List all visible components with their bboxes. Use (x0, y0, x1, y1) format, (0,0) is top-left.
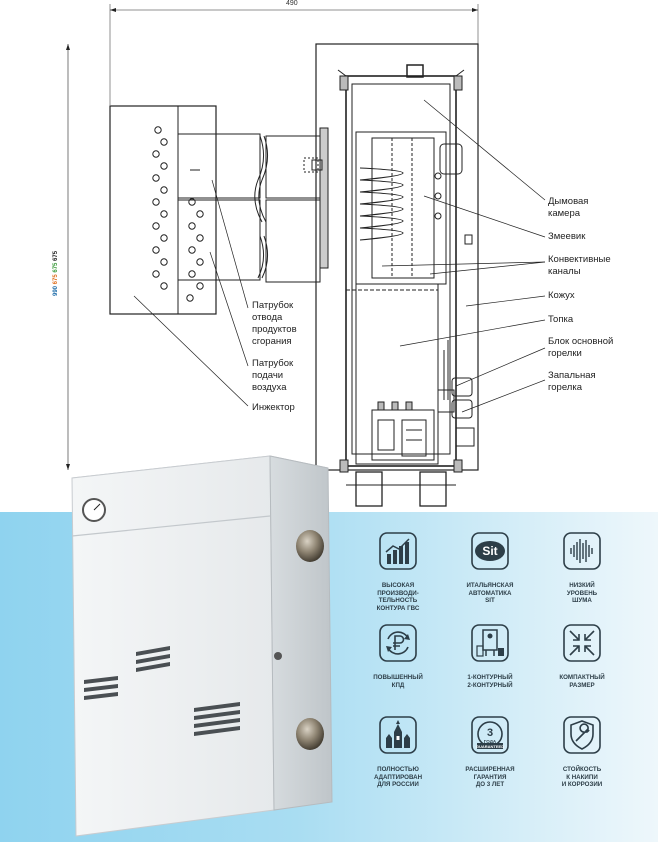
sound-wave-icon (563, 532, 601, 570)
dimension-height-value: 675 (53, 250, 59, 261)
dimension-height-value: 675 (53, 262, 59, 273)
badge-number: 3 (487, 727, 493, 739)
feature-item: 3 ГОДА GUARANTEED РАСШИРЕННАЯ ГАРАНТИЯ Д… (452, 714, 528, 789)
feature-caption: РАСШИРЕННАЯ ГАРАНТИЯ ДО 3 ЛЕТ (465, 766, 515, 788)
feature-item: 1-КОНТУРНЫЙ 2-КОНТУРНЫЙ (452, 622, 528, 689)
feature-caption: ПОВЫШЕННЫЙ КПД (373, 674, 423, 689)
feature-caption: НИЗКИЙ УРОВЕНЬ ШУМА (566, 582, 598, 604)
badge-word: ГОДА (484, 739, 497, 744)
feature-item: Sit ИТАЛЬЯНСКАЯ АВТОМАТИКА SIT (452, 530, 528, 605)
bar-chart-icon (379, 532, 417, 570)
label-firebox: Топка (548, 314, 574, 325)
ruble-cycle-icon (379, 624, 417, 662)
boiler-illustration (71, 455, 333, 837)
feature-caption: ВЫСОКАЯ ПРОИЗВОДИ- ТЕЛЬНОСТЬ КОНТУРА ГВС (376, 582, 420, 612)
feature-item: ПОВЫШЕННЫЙ КПД (360, 622, 436, 689)
feature-item: ВЫСОКАЯ ПРОИЗВОДИ- ТЕЛЬНОСТЬ КОНТУРА ГВС (360, 530, 436, 612)
feature-item: КОМПАКТНЫЙ РАЗМЕР (544, 622, 620, 689)
kremlin-icon (379, 716, 417, 754)
label-casing: Кожух (548, 290, 575, 301)
label-main-burner: Блок основной горелки (548, 336, 614, 359)
label-injector: Инжектор (252, 402, 295, 413)
sit-logo-icon: Sit (471, 532, 509, 570)
dimension-width: 490 (286, 0, 298, 7)
badge-guarantee-text: GUARANTEED (476, 744, 504, 749)
label-exhaust-pipe: Патрубок отвода продуктов сгорания (252, 300, 297, 347)
feature-caption: КОМПАКТНЫЙ РАЗМЕР (559, 674, 605, 689)
feature-caption: СТОЙКОСТЬ К НАКИПИ И КОРРОЗИИ (561, 766, 603, 788)
dimension-height-value: 675 (53, 274, 59, 285)
feature-caption: ИТАЛЬЯНСКАЯ АВТОМАТИКА SIT (466, 582, 514, 604)
label-air-pipe: Патрубок подачи воздуха (252, 358, 294, 393)
feature-caption: ПОЛНОСТЬЮ АДАПТИРОВАН ДЛЯ РОССИИ (373, 766, 423, 788)
label-coil: Змеевик (548, 231, 586, 242)
label-smoke-chamber: Дымовая камера (548, 196, 589, 219)
dimension-height-value: 990 (53, 285, 59, 296)
label-convective-channels: Конвективные каналы (548, 254, 611, 277)
label-pilot-burner: Запальная горелка (548, 370, 596, 393)
feature-item: НИЗКИЙ УРОВЕНЬ ШУМА (544, 530, 620, 605)
technical-drawing (66, 4, 546, 507)
feature-caption: 1-КОНТУРНЫЙ 2-КОНТУРНЫЙ (467, 674, 513, 689)
feature-item: ПОЛНОСТЬЮ АДАПТИРОВАН ДЛЯ РОССИИ (360, 714, 436, 789)
boiler-icon (471, 624, 509, 662)
feature-item: СТОЙКОСТЬ К НАКИПИ И КОРРОЗИИ (544, 714, 620, 789)
sit-logo-text: Sit (482, 544, 497, 558)
dimension-height: 990 675 675 675 (53, 251, 59, 296)
guarantee-badge-icon: 3 ГОДА GUARANTEED (471, 716, 509, 754)
compact-arrows-icon (563, 624, 601, 662)
wrench-shield-icon (563, 716, 601, 754)
